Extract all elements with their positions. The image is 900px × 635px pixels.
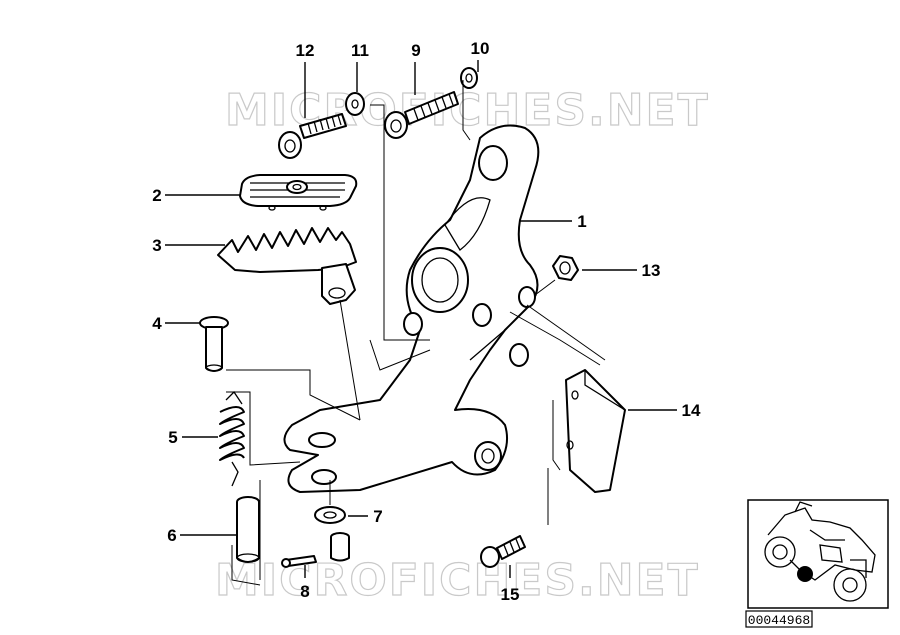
watermark-top: MICROFICHES.NET bbox=[225, 85, 710, 136]
footpeg-part-3 bbox=[217, 227, 357, 305]
callout-5: 5 bbox=[168, 428, 177, 447]
callout-1: 1 bbox=[577, 212, 586, 231]
callout-14: 14 bbox=[682, 401, 701, 420]
sleeve-part-6 bbox=[236, 496, 260, 563]
spring-part-5 bbox=[219, 390, 245, 487]
inset-code-box bbox=[745, 610, 813, 628]
pin-part-4 bbox=[199, 316, 229, 372]
washer-part-7 bbox=[314, 506, 346, 524]
callout-11: 11 bbox=[351, 41, 369, 60]
callout-7: 7 bbox=[373, 507, 382, 526]
footpeg-rubber-part-2 bbox=[239, 174, 358, 211]
motorcycle-icon bbox=[764, 501, 876, 602]
washer-part-10 bbox=[460, 67, 478, 89]
leader-lines bbox=[165, 60, 677, 578]
inset-thumbnail: 00044968 bbox=[745, 499, 889, 628]
callout-6: 6 bbox=[167, 526, 176, 545]
callout-8: 8 bbox=[300, 582, 309, 601]
washer-part-11 bbox=[345, 92, 365, 116]
bracket-part-1 bbox=[283, 124, 540, 493]
callout-15: 15 bbox=[501, 585, 520, 604]
cotter-pin-part-8 bbox=[281, 555, 317, 568]
bolt-part-12 bbox=[278, 113, 347, 159]
inset-frame bbox=[747, 499, 889, 609]
callout-9: 9 bbox=[411, 41, 420, 60]
callout-12: 12 bbox=[296, 41, 315, 60]
nut-part-13 bbox=[552, 255, 579, 281]
callout-labels: 12 11 9 10 2 3 4 5 6 8 7 15 1 13 14 bbox=[152, 39, 701, 604]
bolt-part-9 bbox=[384, 91, 459, 139]
bolt-part-15 bbox=[480, 535, 526, 568]
location-marker bbox=[797, 566, 813, 582]
callout-10: 10 bbox=[471, 39, 490, 58]
assembly-lines bbox=[226, 80, 606, 586]
callout-3: 3 bbox=[152, 236, 161, 255]
callout-4: 4 bbox=[152, 314, 162, 333]
inset-code: 00044968 bbox=[748, 613, 810, 628]
callout-13: 13 bbox=[642, 261, 661, 280]
callout-2: 2 bbox=[152, 186, 161, 205]
plate-part-14 bbox=[565, 369, 626, 493]
bushing-part-8 bbox=[330, 532, 350, 562]
